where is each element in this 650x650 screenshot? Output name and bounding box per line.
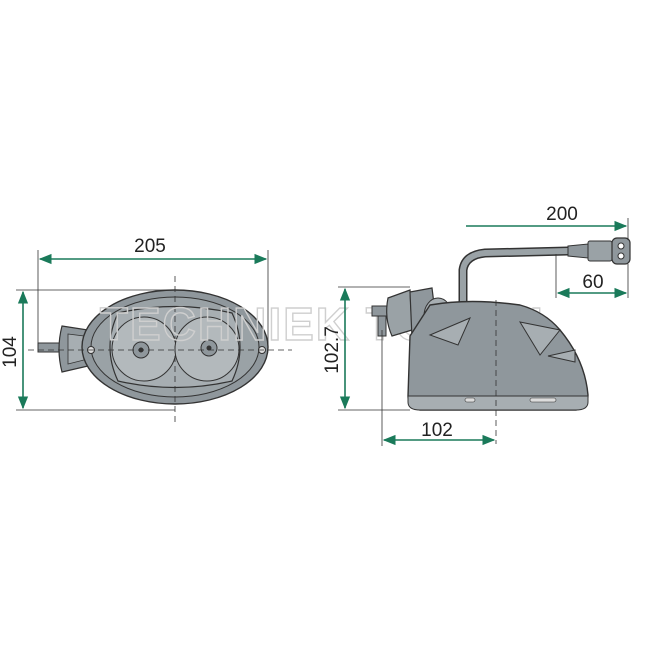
- front-height-dimension: 104: [0, 289, 175, 411]
- side-height-dimension: 102.7: [322, 286, 410, 411]
- cable-sleeve: [567, 243, 589, 259]
- plug-connector: [587, 237, 631, 265]
- front-height-label: 104: [0, 336, 21, 368]
- cable-length-label: 200: [546, 204, 578, 225]
- front-width-dimension: 205: [37, 236, 269, 346]
- front-mount-bracket: [37, 325, 89, 373]
- plug-length-label: 60: [582, 272, 603, 293]
- side-depth-label: 102: [421, 420, 453, 441]
- front-view: 205 104: [0, 236, 292, 424]
- cable: [458, 246, 573, 307]
- side-view: 200 60 102.7 102: [322, 204, 631, 446]
- front-width-label: 205: [134, 236, 166, 257]
- plug-length-dimension: 60: [555, 254, 629, 299]
- side-height-label: 102.7: [322, 326, 343, 374]
- lens-lip: [407, 395, 589, 411]
- side-depth-dimension: 102: [381, 330, 496, 446]
- cable-length-dimension: 200: [466, 204, 629, 240]
